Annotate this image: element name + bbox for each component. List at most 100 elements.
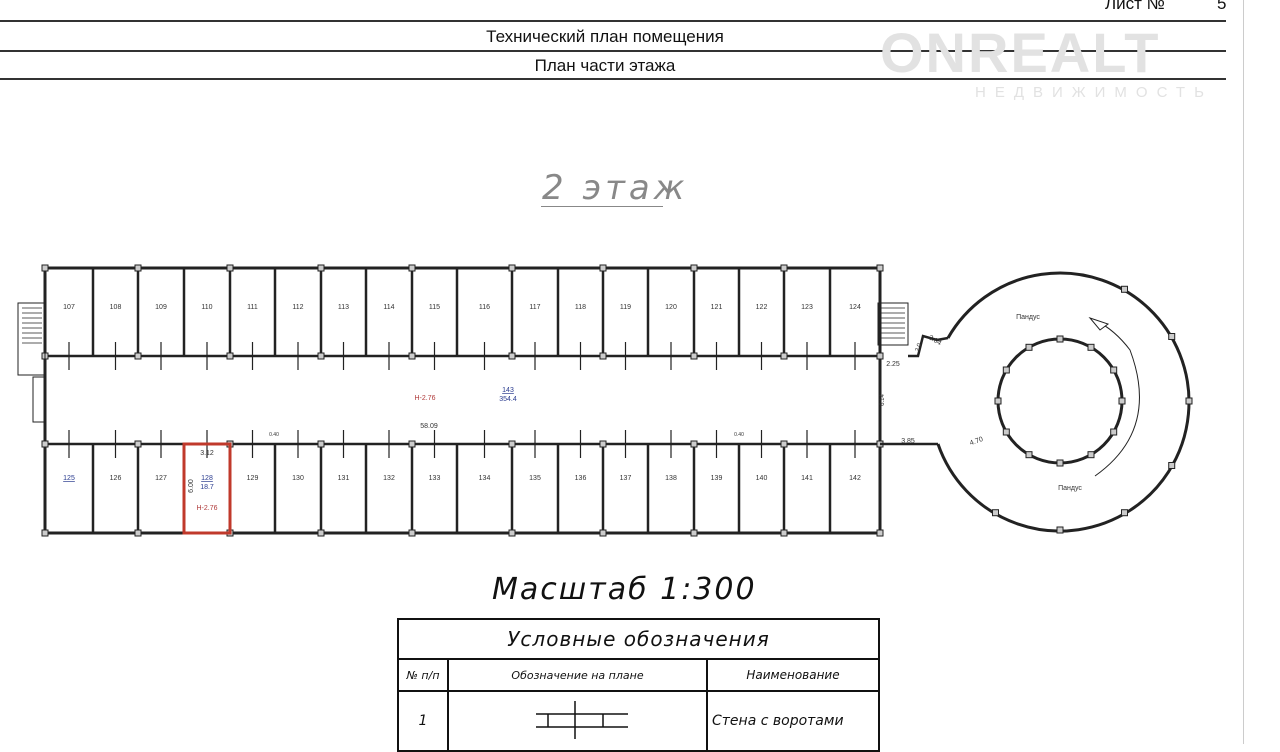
column <box>876 529 884 537</box>
ramp-inner-wall <box>996 337 1124 465</box>
column <box>1168 333 1176 340</box>
floor-title: 2 этаж <box>542 168 689 208</box>
sheet-label: Лист № <box>1105 0 1165 13</box>
column <box>690 264 698 272</box>
room-number: 123 <box>801 304 813 311</box>
ramp-dim: 2.04 <box>927 334 942 347</box>
room-number: 135 <box>529 475 541 482</box>
column <box>599 352 607 360</box>
room-number: 119 <box>620 304 631 311</box>
column <box>690 440 698 448</box>
column <box>408 440 416 448</box>
wall-with-gate-symbol <box>447 690 708 752</box>
small-dim: 0.40 <box>734 432 744 438</box>
column <box>1002 366 1010 374</box>
ramp-dim: 2.0 <box>915 342 924 353</box>
column <box>1121 285 1128 293</box>
floor-title-underline <box>541 206 663 207</box>
column <box>508 529 516 537</box>
column <box>994 397 1002 405</box>
column <box>992 509 999 517</box>
column <box>690 529 698 537</box>
room-number: 141 <box>801 475 813 482</box>
page-border <box>1243 0 1244 744</box>
selected-room-outline <box>182 442 232 535</box>
document-title: Технический план помещения <box>486 27 724 46</box>
room-number: 120 <box>665 304 677 311</box>
column <box>317 440 325 448</box>
room-number: 129 <box>247 475 259 482</box>
column <box>508 264 516 272</box>
corridor-width: 6.14 <box>880 394 886 406</box>
column <box>134 352 142 360</box>
column <box>1110 366 1118 374</box>
sheet-number: 5 <box>1217 0 1227 13</box>
ramp-dim: 3.85 <box>901 438 915 445</box>
stair-left <box>17 302 46 376</box>
column <box>1056 459 1064 467</box>
column <box>317 352 325 360</box>
room-number: 125 <box>63 475 75 482</box>
room-number: 110 <box>201 304 212 311</box>
column <box>508 352 516 360</box>
column <box>780 529 788 537</box>
legend-row-num: 1 <box>397 690 449 752</box>
room-height: Н-2.76 <box>196 505 217 512</box>
ramp-dim: 2.25 <box>886 361 900 368</box>
small-dim: 0.40 <box>269 432 279 438</box>
legend-row-name: Стена с воротами <box>706 690 880 752</box>
room-number: 126 <box>110 475 122 482</box>
ramp-entry-wall <box>908 334 949 358</box>
scale-label: Масштаб 1:300 <box>492 572 757 607</box>
room-number: 113 <box>338 304 349 311</box>
column <box>599 264 607 272</box>
column <box>780 264 788 272</box>
room-number: 134 <box>479 475 491 482</box>
ramp-outer-wall <box>936 271 1191 533</box>
column <box>41 529 49 537</box>
column <box>134 529 142 537</box>
room-number: 127 <box>155 475 167 482</box>
column <box>1185 397 1193 405</box>
column <box>226 352 234 360</box>
column <box>508 440 516 448</box>
room-area: 18.7 <box>200 484 214 491</box>
column <box>780 440 788 448</box>
room-number: 118 <box>575 304 586 311</box>
room-number: 112 <box>292 304 303 311</box>
ramp-label: Пандус <box>1058 485 1082 492</box>
ramp-label: Пандус <box>1016 314 1040 321</box>
room-number: 133 <box>429 475 441 482</box>
column <box>1002 428 1010 436</box>
column <box>317 264 325 272</box>
room-number: 107 <box>63 304 75 311</box>
column <box>134 264 142 272</box>
room-number: 136 <box>575 475 587 482</box>
legend-header-num: № п/п <box>397 658 449 692</box>
column <box>1025 343 1033 351</box>
column <box>408 529 416 537</box>
column <box>599 529 607 537</box>
legend-header-symbol: Обозначение на плане <box>447 658 708 692</box>
room-number: 116 <box>479 304 490 311</box>
room-number: 111 <box>247 304 258 311</box>
watermark-logo: ONREALT <box>880 21 1161 84</box>
room-number: 121 <box>711 304 723 311</box>
corridor-number: 143 <box>502 387 514 394</box>
corridor-height: Н-2.76 <box>414 395 435 402</box>
divider <box>0 20 1226 22</box>
room-number: 139 <box>711 475 723 482</box>
column <box>408 264 416 272</box>
column <box>134 440 142 448</box>
room-number: 132 <box>383 475 395 482</box>
column <box>1025 451 1033 459</box>
arrow-head <box>1088 316 1110 331</box>
room-number: 131 <box>338 475 350 482</box>
legend-table: Условные обозначения № п/п Обозначение н… <box>397 618 880 752</box>
column <box>1087 343 1095 351</box>
room-number: 114 <box>383 304 394 311</box>
legend-title: Условные обозначения <box>397 618 880 660</box>
room-number: 130 <box>292 475 304 482</box>
divider <box>0 78 1226 80</box>
